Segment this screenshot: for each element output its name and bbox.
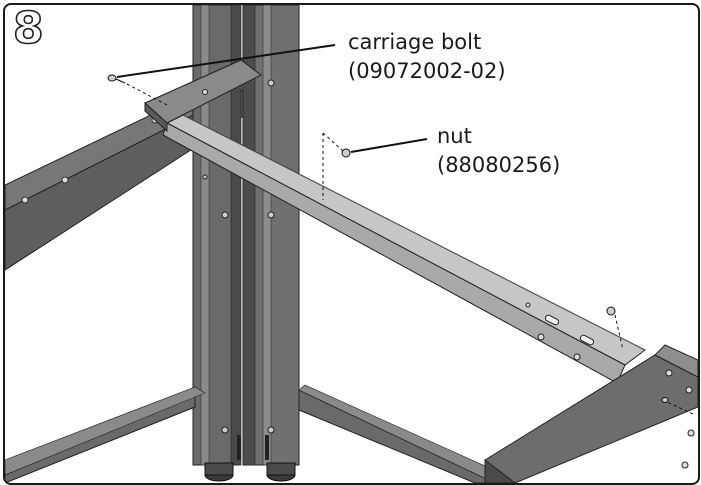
post-feet: [204, 462, 296, 482]
lower-right-beam: [298, 384, 506, 483]
right-vertical-post: [237, 5, 300, 466]
nut-part-number: (88080256): [437, 153, 561, 177]
bolt-part-right: [661, 397, 696, 416]
nut-part-right: [606, 306, 624, 351]
bolt-leader-line: [116, 44, 336, 78]
nut-leader-line: [350, 138, 428, 153]
top-bracket-plate: [144, 59, 262, 133]
right-corner-bracket: [484, 344, 698, 483]
carriage-bolt-label: carriage bolt: [348, 30, 482, 54]
assembly-step-panel: 8 carriage bolt (09072002-02) nut (88080…: [3, 3, 700, 485]
lower-left-beam: [5, 386, 206, 483]
nut-label: nut: [437, 124, 472, 148]
nut-part: [322, 132, 351, 200]
carriage-bolt-part-number: (09072002-02): [348, 59, 506, 83]
assembly-illustration: [5, 5, 698, 483]
carriage-bolt-callout: carriage bolt (09072002-02): [348, 28, 506, 86]
step-number: 8: [12, 3, 44, 54]
carriage-bolt-part: [107, 74, 168, 106]
nut-callout: nut (88080256): [437, 122, 560, 180]
